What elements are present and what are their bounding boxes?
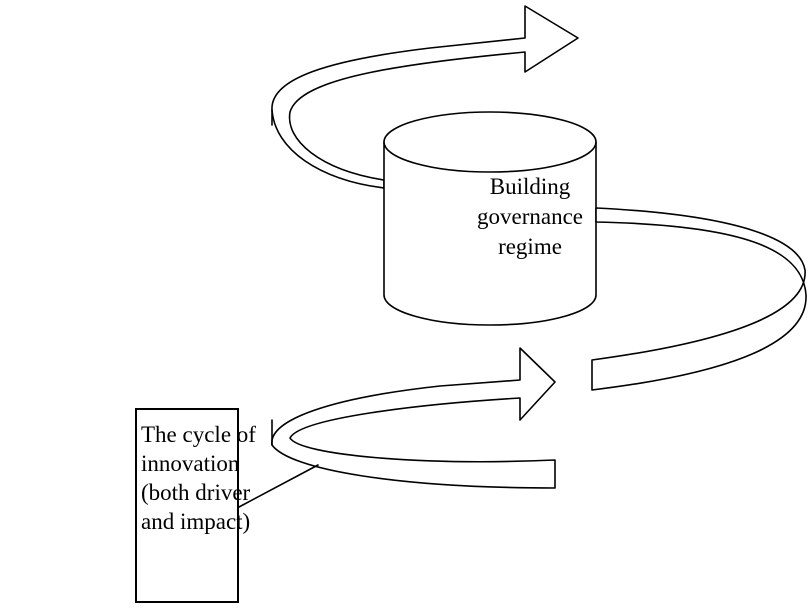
cylinder-label-line-3: regime xyxy=(498,234,562,259)
bottom-arrow xyxy=(271,347,556,489)
callout-line-2: innovation xyxy=(141,451,240,476)
callout-label: The cycle of innovation (both driver and… xyxy=(141,420,256,536)
callout-line-4: and impact) xyxy=(141,509,251,534)
top-arrow xyxy=(271,5,579,189)
callout-pointer-line xyxy=(238,464,319,508)
cylinder-label: Building governance regime xyxy=(440,172,620,262)
callout-box xyxy=(135,408,239,603)
cylinder-label-line-1: Building xyxy=(489,174,571,199)
governance-cylinder xyxy=(383,111,597,326)
callout-line-3: (both driver xyxy=(141,480,251,505)
right-wrap-band xyxy=(591,207,807,391)
callout-line-1: The cycle of xyxy=(141,422,256,447)
cylinder-label-line-2: governance xyxy=(477,204,583,229)
